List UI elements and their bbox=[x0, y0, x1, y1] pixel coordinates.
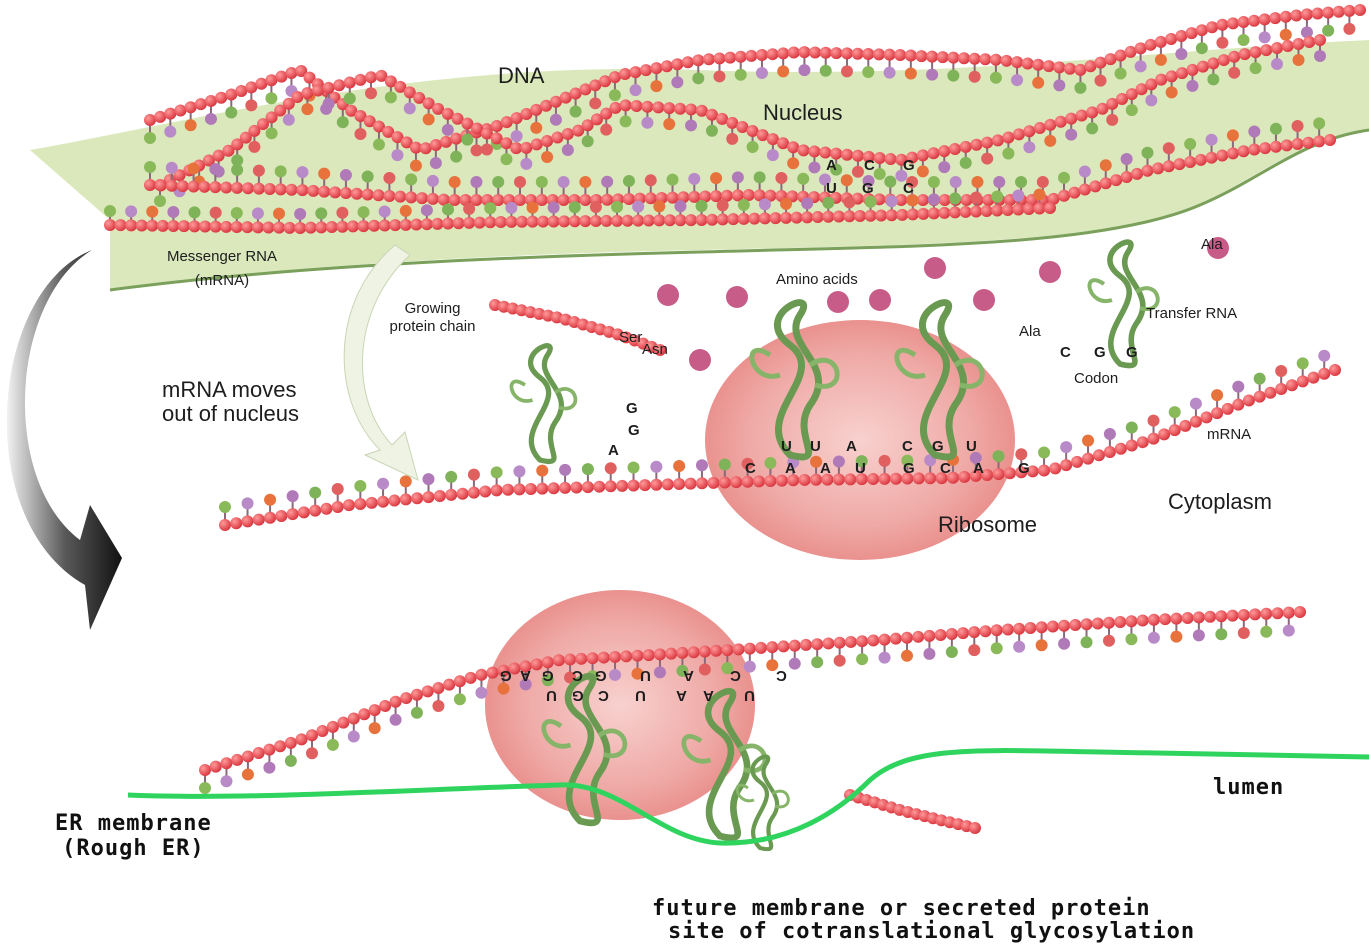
er-membrane-label: ER membrane (Rough ER) bbox=[55, 811, 212, 861]
mrna-codon-base-3: U bbox=[855, 460, 866, 477]
amino-acid-2 bbox=[924, 257, 946, 279]
amino-acids-label: Amino acids bbox=[776, 271, 858, 288]
ala-top-label: Ala bbox=[1201, 236, 1223, 253]
cytoplasm-label: Cytoplasm bbox=[1168, 489, 1272, 515]
dna-base-bottom-1: G bbox=[862, 180, 874, 197]
mrna-label: mRNA bbox=[1207, 426, 1251, 443]
ala-mid-label: Ala bbox=[1019, 323, 1041, 340]
anticodon-base-0: U bbox=[781, 438, 792, 455]
er-anticodon-base-3: U bbox=[635, 687, 646, 704]
er-mrna-base-1: A bbox=[520, 667, 531, 684]
amino-acid-5 bbox=[973, 289, 995, 311]
mrna-codon-base-4: G bbox=[903, 460, 915, 477]
amino-acid-6 bbox=[657, 284, 679, 306]
mrna-codon-base-6: A bbox=[973, 460, 984, 477]
mrna-moves-label: mRNA moves out of nucleus bbox=[162, 378, 299, 426]
mrna-path-arrow bbox=[344, 245, 418, 480]
dna-base-bottom-0: U bbox=[826, 180, 837, 197]
asn-label: Asn bbox=[642, 341, 668, 358]
er-anticodon-base-2: C bbox=[598, 687, 609, 704]
amino-acid-8 bbox=[869, 289, 891, 311]
er-mrna-base-3: C bbox=[572, 667, 583, 684]
mrna-codon-base-5: C bbox=[940, 460, 951, 477]
dna-label: DNA bbox=[498, 63, 544, 89]
dna-base-bottom-2: C bbox=[903, 180, 914, 197]
trna-free-left bbox=[511, 346, 575, 462]
lumen-label: lumen bbox=[1213, 775, 1284, 800]
er-mrna-base-6: A bbox=[683, 667, 694, 684]
growing-protein-chain-label: Growing protein chain bbox=[350, 300, 515, 336]
glycosylation-label: site of cotranslational glycosylation bbox=[668, 919, 1195, 944]
anticodon-base-4: G bbox=[932, 438, 944, 455]
trna-left-base-2: A bbox=[608, 442, 619, 459]
er-peptide-chain bbox=[844, 789, 981, 834]
trna-left-base-0: G bbox=[626, 400, 638, 417]
anticodon-base-3: C bbox=[902, 438, 913, 455]
transfer-rna-label: Transfer RNA bbox=[1146, 305, 1237, 322]
future-protein-label: future membrane or secreted protein bbox=[652, 896, 1151, 921]
dna-base-top-0: A bbox=[826, 157, 837, 174]
mrna-codon-base-1: A bbox=[785, 460, 796, 477]
er-anticodon-base-5: A bbox=[703, 687, 714, 704]
curved-arrow bbox=[7, 250, 122, 630]
mrna-codon-base-7: G bbox=[1018, 460, 1030, 477]
er-mrna-base-8: C bbox=[776, 667, 787, 684]
codon-label: Codon bbox=[1074, 370, 1118, 387]
er-mrna-base-2: G bbox=[542, 667, 554, 684]
anticodon-base-1: U bbox=[810, 438, 821, 455]
er-mrna-base-7: C bbox=[730, 667, 741, 684]
amino-acid-3 bbox=[1039, 261, 1061, 283]
growing-protein-chain bbox=[489, 299, 666, 356]
mrna-codon-base-2: A bbox=[820, 460, 831, 477]
er-mrna-base-5: U bbox=[640, 667, 651, 684]
anticodon-base-2: A bbox=[846, 438, 857, 455]
ser-label: Ser bbox=[619, 329, 642, 346]
nucleus-label: Nucleus bbox=[763, 100, 842, 126]
codon-base-2: G bbox=[1126, 344, 1138, 361]
amino-acid-1 bbox=[827, 291, 849, 313]
er-anticodon-base-6: U bbox=[744, 687, 755, 704]
anticodon-base-5: U bbox=[966, 438, 977, 455]
er-mrna-base-0: G bbox=[500, 667, 512, 684]
ribosome-label: Ribosome bbox=[938, 512, 1037, 538]
er-anticodon-base-4: A bbox=[676, 687, 687, 704]
mrna-codon-base-0: C bbox=[745, 460, 756, 477]
er-anticodon-base-0: U bbox=[546, 687, 557, 704]
amino-acid-7 bbox=[689, 349, 711, 371]
er-mrna-base-4: G bbox=[595, 667, 607, 684]
er-anticodon-base-1: G bbox=[572, 687, 584, 704]
amino-acid-0 bbox=[726, 286, 748, 308]
codon-base-1: G bbox=[1094, 344, 1106, 361]
messenger-rna-label: Messenger RNA (mRNA) bbox=[122, 245, 322, 293]
dna-base-top-2: G bbox=[903, 157, 915, 174]
dna-base-top-1: C bbox=[864, 157, 875, 174]
trna-left-base-1: G bbox=[628, 422, 640, 439]
codon-base-0: C bbox=[1060, 344, 1071, 361]
